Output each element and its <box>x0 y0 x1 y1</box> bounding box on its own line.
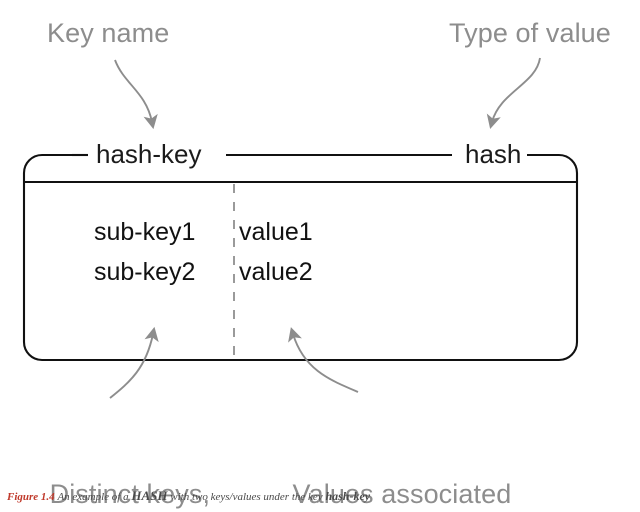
annotation-values-associated-line1: Values associated <box>292 479 512 509</box>
annotation-values-associated: Values associated with the keys <box>293 404 512 512</box>
row-value-1: value1 <box>239 218 313 246</box>
row-value-2: value2 <box>239 258 313 286</box>
arrow-values-assoc <box>288 327 359 393</box>
row-key-1: sub-key1 <box>94 218 196 246</box>
annotation-distinct-keys: Distinct keys, undefined order <box>35 404 226 512</box>
caption-key-word: hash-key <box>325 489 371 503</box>
annotation-type-of-value: Type of value <box>449 18 611 48</box>
figure-number: Figure 1.4 <box>7 491 58 503</box>
annotation-distinct-keys-line1: Distinct keys, <box>49 479 211 509</box>
figure-caption: Figure 1.4 An example of a HASH with two… <box>7 488 370 504</box>
caption-text-before: An example of a <box>57 491 132 503</box>
hash-box-outline <box>22 153 579 362</box>
arrow-type-of-value <box>486 57 541 129</box>
row-key-2: sub-key2 <box>94 258 196 286</box>
hash-type-label: hash <box>460 139 527 170</box>
caption-text-middle: with two keys/values under the key <box>167 491 326 503</box>
arrow-key-name <box>114 59 158 130</box>
arrow-distinct-keys <box>109 326 159 399</box>
annotation-key-name: Key name <box>47 18 170 48</box>
hash-key-label: hash-key <box>91 139 207 170</box>
caption-hash-word: HASH <box>131 488 168 503</box>
